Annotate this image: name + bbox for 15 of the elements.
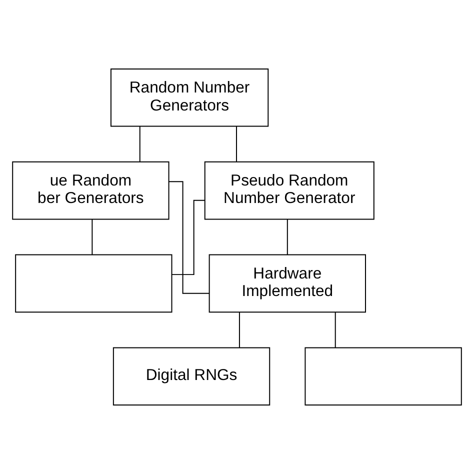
connector [238, 312, 240, 348]
node-box: ue Random ber Generators [12, 161, 170, 220]
connector [286, 218, 288, 256]
node-box: Pseudo Random Number Generator [204, 161, 374, 220]
node-box: Hardware Implemented [208, 254, 366, 313]
connector [139, 126, 140, 162]
node-box [15, 254, 172, 313]
connector [334, 312, 336, 348]
connector [92, 218, 93, 256]
connector [236, 126, 237, 162]
connector [171, 200, 206, 276]
connector [168, 181, 210, 294]
node-box [304, 347, 462, 406]
node-box: Random Number Generators [110, 68, 269, 127]
node-box: Digital RNGs [112, 347, 270, 406]
